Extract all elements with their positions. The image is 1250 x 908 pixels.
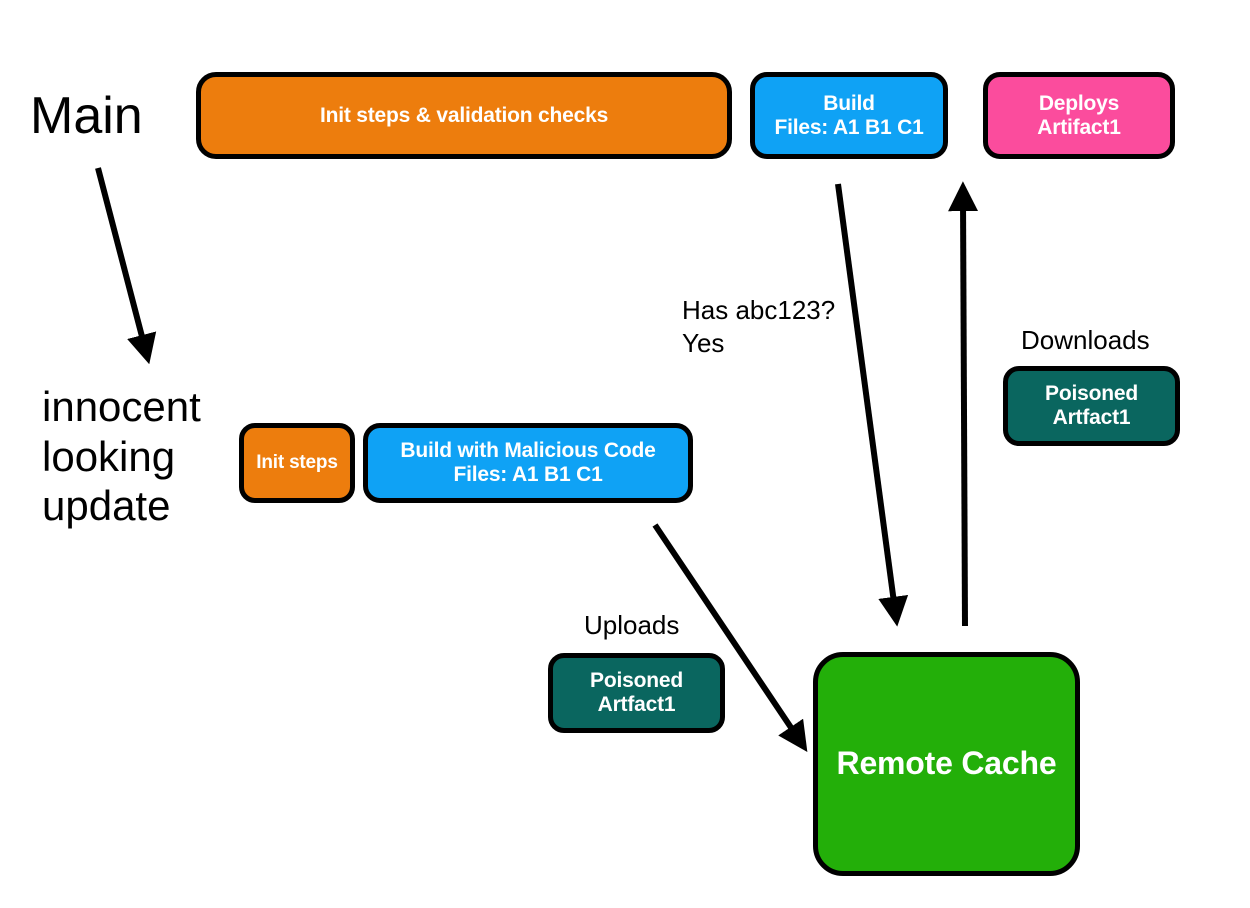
edge-label-downloads: Downloads <box>1021 325 1150 355</box>
node-build-main[interactable]: Build Files: A1 B1 C1 <box>750 72 948 159</box>
node-build-with-malicious-code[interactable]: Build with Malicious Code Files: A1 B1 C… <box>363 423 693 503</box>
node-deploys-artifact1[interactable]: Deploys Artifact1 <box>983 72 1175 159</box>
edge-label-cache-query: Has abc123? Yes <box>682 295 836 358</box>
node-poisoned-artifact-upload[interactable]: Poisoned Artfact1 <box>548 653 725 733</box>
edge-label-uploads: Uploads <box>584 610 680 640</box>
branch-label-main: Main <box>30 87 143 145</box>
node-remote-cache[interactable]: Remote Cache <box>813 652 1080 876</box>
branch-label-innocent-update: innocent looking update <box>42 383 201 530</box>
node-init-steps-validation-checks[interactable]: Init steps & validation checks <box>196 72 732 159</box>
node-init-steps[interactable]: Init steps <box>239 423 355 503</box>
arrow-main-to-update <box>95 167 157 365</box>
arrow-cache-to-deploys <box>948 181 979 627</box>
node-poisoned-artifact-download[interactable]: Poisoned Artfact1 <box>1003 366 1180 446</box>
arrow-build-to-cache <box>835 183 909 627</box>
